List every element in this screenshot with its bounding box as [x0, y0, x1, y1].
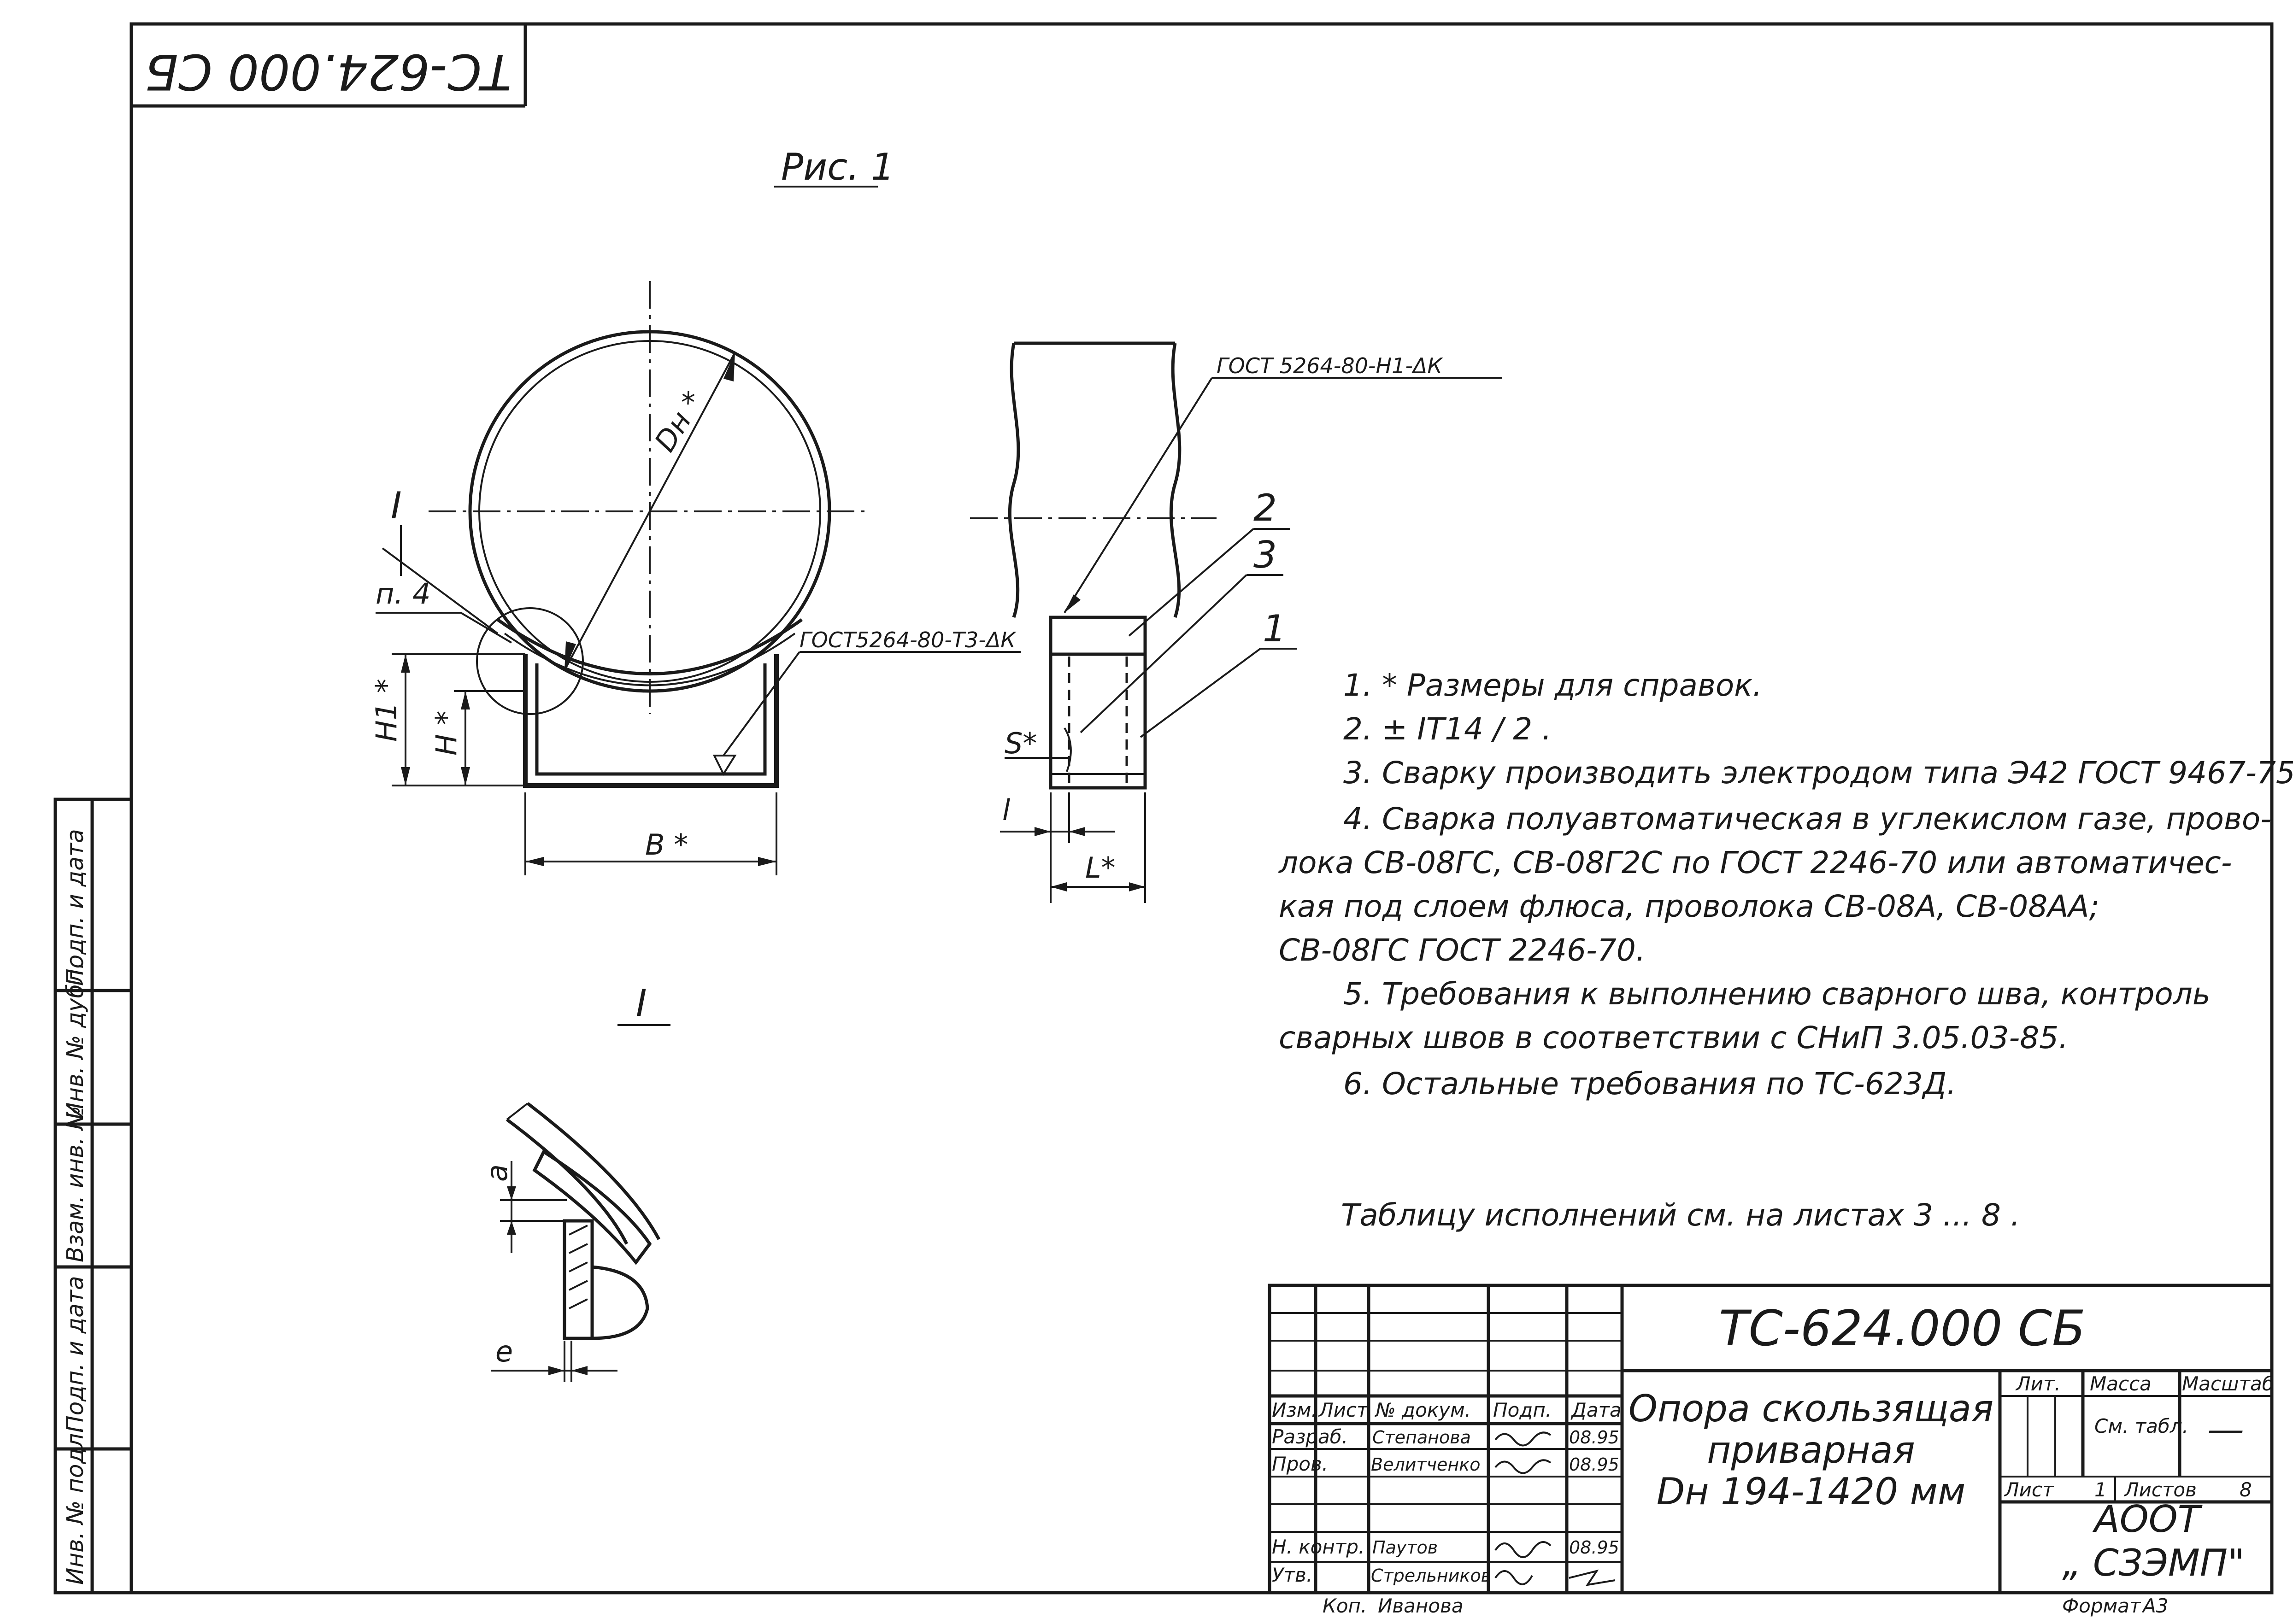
figure-label-text: Рис. 1 — [781, 146, 894, 188]
top-stamp: ТС-624.000 СБ — [131, 24, 527, 108]
tb-role-approver: Утв. — [1272, 1564, 1312, 1586]
tb-date-normcontrol: 08.95 — [1569, 1537, 1619, 1558]
copied-by: Иванова — [1378, 1595, 1464, 1617]
weld-symbol-front: ГОСТ5264-80-Т3-ΔК — [800, 627, 1017, 652]
tb-org-line-2: „ СЗЭМП" — [2062, 1542, 2245, 1584]
tb-doc-number: ТС-624.000 СБ — [1719, 1300, 2086, 1357]
tb-scale-header: Масштаб — [2182, 1372, 2274, 1395]
tb-role-normcontrol: Н. контр. — [1272, 1536, 1364, 1558]
detail-circle — [476, 607, 584, 715]
tb-lit-header: Лит. — [2015, 1372, 2061, 1395]
tb-name-line-1: Опора скользящая — [1629, 1387, 1993, 1430]
side-strip-inv-original: Инв. № подл. — [62, 1426, 88, 1585]
tb-mass-header: Масса — [2090, 1372, 2152, 1395]
dim-h1: H1 * — [370, 679, 403, 742]
note-line-7: СВ-08ГС ГОСТ 2246-70. — [1279, 932, 1646, 968]
top-stamp-text: ТС-624.000 СБ — [145, 43, 512, 100]
tb-scale-value: — — [2207, 1408, 2244, 1451]
dim-a: a — [480, 1164, 514, 1182]
dim-l: l — [1002, 793, 1010, 827]
side-strip: Инв. № подл. Подп. и дата Взам. инв. № И… — [53, 797, 133, 1595]
tb-name-normcontrol: Паутов — [1372, 1537, 1438, 1558]
tb-sheets-value: 8 — [2240, 1478, 2252, 1501]
callout-p4: п. 4 — [376, 577, 430, 610]
detail-view: I a e — [480, 982, 670, 1382]
notes-block: 1. * Размеры для справок. 2. ± IT14 / 2 … — [1278, 668, 2293, 1233]
note-line-2: 2. ± IT14 / 2 . — [1343, 711, 1552, 747]
tb-date-checker: 08.95 — [1569, 1454, 1619, 1475]
side-strip-replace-inv: Взам. инв. № — [62, 1106, 88, 1262]
front-view: Dн * I п. 4 H1 * H * B * — [370, 281, 1021, 875]
tb-role-developer: Разраб. — [1272, 1425, 1348, 1448]
note-line-1: 1. * Размеры для справок. — [1343, 668, 1762, 703]
dim-e: e — [495, 1335, 513, 1368]
tb-header-list: Лист — [1318, 1399, 1369, 1421]
note-line-6: кая под слоем флюса, проволока СВ-08А, С… — [1279, 889, 2099, 924]
weld-symbol-side: ГОСТ 5264-80-Н1-ΔК — [1217, 353, 1443, 378]
diameter-line — [564, 352, 736, 671]
side-view: ГОСТ 5264-80-Н1-ΔК 2 3 1 S* l L* — [970, 341, 1502, 903]
dim-b: B * — [645, 828, 688, 862]
note-line-3: 3. Сварку производить электродом типа Э4… — [1343, 755, 2293, 791]
note-line-5: лока СВ-08ГС, СВ-08Г2С по ГОСТ 2246-70 и… — [1278, 845, 2232, 880]
dim-l-upper: L* — [1085, 851, 1116, 885]
title-block: ТС-624.000 СБ Опора скользящая приварная… — [1268, 1284, 2274, 1595]
pos-2: 2 — [1253, 487, 1277, 529]
saddle-pad — [496, 618, 803, 675]
tb-name-developer: Степанова — [1372, 1427, 1471, 1448]
tb-header-izm: Изм. — [1272, 1399, 1317, 1421]
tb-sheets-label: Листов — [2123, 1478, 2197, 1501]
format-value: А3 — [2141, 1595, 2168, 1617]
tb-org-line-1: АООТ — [2092, 1498, 2203, 1541]
table-reference: Таблицу исполнений см. на листах 3 ... 8… — [1341, 1197, 2020, 1233]
side-strip-inv-duplicate: Инв. № дубл. — [62, 962, 88, 1120]
tb-name-line-3: Dн 194-1420 мм — [1657, 1470, 1966, 1513]
tb-date-developer: 08.95 — [1569, 1427, 1619, 1448]
tb-name-checker: Велитченко — [1371, 1454, 1480, 1475]
tb-sheet-label: Лист — [2004, 1478, 2054, 1501]
note-line-4: 4. Сварка полуавтоматическая в углекисло… — [1343, 801, 2271, 837]
tb-mass-value: См. табл. — [2094, 1415, 2188, 1437]
tb-role-checker: Пров. — [1272, 1453, 1328, 1475]
u-channel — [523, 654, 779, 788]
tb-name-approver: Стрельников — [1371, 1565, 1491, 1586]
pos-3: 3 — [1253, 534, 1277, 576]
tb-sheet-value: 1 — [2094, 1478, 2107, 1501]
support-body — [1049, 652, 1147, 790]
pos-1: 1 — [1263, 607, 1286, 650]
note-line-9: сварных швов в соответствии с СНиП 3.05.… — [1279, 1020, 2068, 1055]
diameter-label: Dн * — [648, 385, 711, 457]
tb-header-sign: Подп. — [1493, 1399, 1552, 1421]
tb-header-date: Дата — [1570, 1399, 1622, 1421]
format-label: Формат — [2062, 1595, 2141, 1617]
note-line-8: 5. Требования к выполнению сварного шва,… — [1343, 976, 2211, 1012]
tb-header-doc: № докум. — [1375, 1399, 1471, 1421]
note-line-10: 6. Остальные требования по ТС-623Д. — [1343, 1066, 1956, 1102]
side-strip-sign-date-1: Подп. и дата — [62, 1276, 88, 1433]
figure-label: Рис. 1 — [774, 146, 894, 188]
detail-marker: I — [636, 982, 647, 1025]
copied-label: Коп. — [1323, 1595, 1367, 1617]
section-marker: I — [391, 484, 402, 527]
dim-s: S* — [1005, 727, 1037, 760]
tb-name-line-2: приварная — [1707, 1429, 1915, 1472]
support-pad — [1049, 616, 1147, 656]
side-strip-sign-date-2: Подп. и дата — [62, 829, 88, 986]
dim-h: H * — [429, 711, 463, 756]
